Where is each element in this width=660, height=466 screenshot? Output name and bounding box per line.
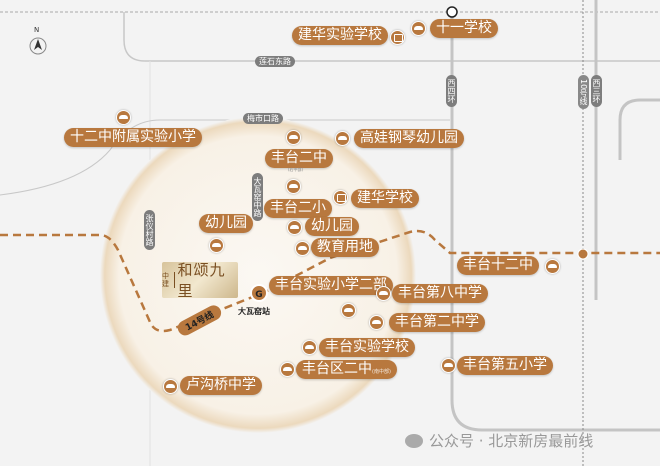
poi-label[interactable]: 丰台实验学校 (319, 338, 415, 357)
road-label-xisanhuan: 西三环 (591, 75, 602, 107)
graduation-cap-icon (369, 315, 384, 330)
poi-label[interactable]: 幼儿园 (199, 214, 253, 233)
poi-label[interactable]: 丰台二中 (265, 149, 333, 168)
poi-label[interactable]: 建华实验学校 (292, 26, 388, 45)
compass-icon: N (28, 26, 48, 60)
poi-note: (南中部) (372, 369, 391, 375)
metro-station-label: 大瓦窑站 (238, 307, 270, 316)
graduation-cap-icon (280, 362, 295, 377)
graduation-cap-icon (287, 220, 302, 235)
poi-label[interactable]: 丰台十二中 (457, 256, 539, 275)
poi-label[interactable]: 教育用地 (311, 238, 379, 257)
poi-label[interactable]: 丰台区二中(南中部) (296, 360, 397, 379)
graduation-cap-icon (302, 340, 317, 355)
graduation-cap-icon (545, 259, 560, 274)
road-label-meishikou: 梅市口路 (243, 113, 283, 124)
graduation-cap-icon (295, 241, 310, 256)
metro-station-icon (250, 284, 268, 302)
poi-label[interactable]: 丰台第五小学 (457, 356, 553, 375)
west-4th-ring-road (450, 12, 660, 432)
graduation-cap-icon (286, 130, 301, 145)
compass-label: N (34, 26, 40, 34)
road-curve (0, 119, 450, 196)
project-brand: 中建 (162, 272, 175, 288)
poi-label[interactable]: 丰台第二中学 (389, 313, 485, 332)
poi-label[interactable]: 卢沟桥中学 (180, 376, 262, 395)
graduation-cap-icon (441, 358, 456, 373)
poi-note: (右中部) (288, 167, 304, 172)
poi-label[interactable]: 丰台二小 (264, 199, 332, 218)
wechat-icon (405, 433, 423, 448)
road-right-curve (618, 98, 660, 160)
graduation-cap-icon (286, 179, 301, 194)
metro-top-station-icon (446, 6, 458, 18)
watermark: 公众号 · 北京新房最前线 (405, 430, 593, 451)
graduation-cap-icon (163, 379, 178, 394)
poi-label[interactable]: 幼儿园 (305, 217, 359, 236)
road-label-line10: 10号线 (578, 75, 589, 110)
road-label-lianshi: 莲石东路 (255, 56, 295, 67)
road-label-dawayao: 大瓦窑中路 (252, 173, 263, 221)
svg-text:G: G (255, 290, 262, 300)
metro-transfer-station-icon (577, 248, 589, 260)
road-label-zhangyicun: 张仪村路 (144, 210, 155, 250)
poi-label[interactable]: 丰台第八中学 (392, 284, 488, 303)
poi-label[interactable]: 十二中附属实验小学 (64, 128, 202, 147)
graduation-cap-icon (376, 286, 391, 301)
book-icon (390, 30, 405, 45)
road-upper (123, 12, 660, 62)
graduation-cap-icon (341, 303, 356, 318)
watermark-text: 公众号 · 北京新房最前线 (429, 432, 594, 450)
book-icon (333, 190, 348, 205)
poi-label[interactable]: 高娃钢琴幼儿园 (354, 129, 464, 148)
project-name: 和颂九里 (177, 261, 226, 300)
graduation-cap-icon (209, 238, 224, 253)
poi-label[interactable]: 丰台实验小学二部 (269, 276, 393, 295)
road-label-xisihuan: 西四环 (446, 75, 457, 107)
poi-label[interactable]: 十一学校 (430, 19, 498, 38)
poi-label-text: 丰台区二中 (302, 361, 372, 377)
project-logo: 中建 和颂九里 (162, 261, 238, 300)
metro-line-14 (0, 229, 660, 333)
poi-label[interactable]: 建华学校 (351, 189, 419, 208)
graduation-cap-icon (116, 110, 131, 125)
graduation-cap-icon (411, 21, 426, 36)
graduation-cap-icon (335, 131, 350, 146)
